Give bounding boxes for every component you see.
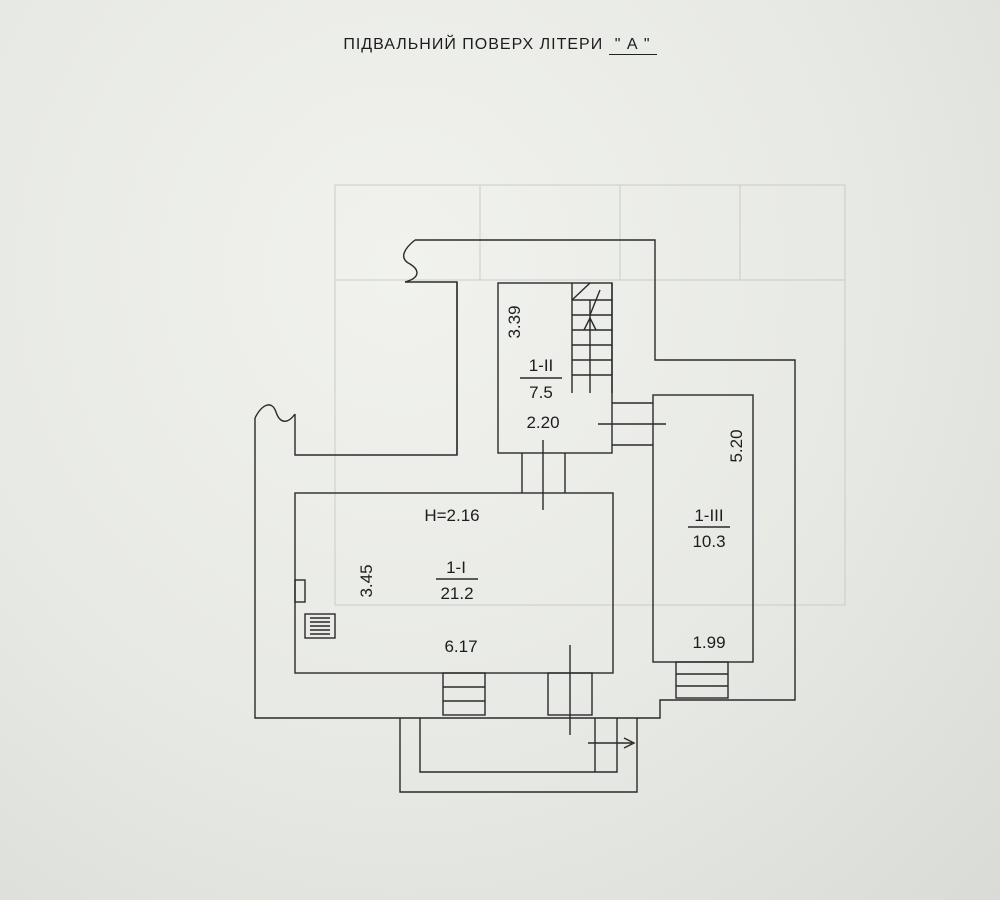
bleed-through-marks bbox=[334, 184, 846, 606]
room-1-II bbox=[497, 282, 613, 454]
room-1-I-label: 1-I bbox=[446, 558, 466, 577]
plan-title-letter: " А " bbox=[608, 36, 657, 55]
room-1-I bbox=[294, 492, 614, 735]
steps-bottom-left bbox=[442, 672, 486, 716]
room-1-III bbox=[652, 394, 754, 699]
room-1-II-area: 7.5 bbox=[529, 383, 553, 402]
stair-symbol bbox=[571, 282, 613, 393]
room-1-II-label: 1-II bbox=[529, 356, 554, 375]
room-1-I-depth: 3.45 bbox=[357, 564, 376, 597]
room-1-III-depth: 5.20 bbox=[727, 429, 746, 462]
outer-walls bbox=[254, 239, 796, 719]
entrance-corridor bbox=[399, 718, 638, 793]
steps-bottom-right bbox=[547, 645, 593, 735]
steps-room-1-III bbox=[675, 661, 729, 699]
room-1-III-label: 1-III bbox=[694, 506, 723, 525]
door-openings bbox=[521, 402, 666, 510]
room-1-III-width: 1.99 bbox=[692, 633, 725, 652]
plan-title-text: ПІДВАЛЬНИЙ ПОВЕРХ ЛІТЕРИ bbox=[343, 36, 604, 53]
room-1-III-area: 10.3 bbox=[692, 532, 725, 551]
plan-title: ПІДВАЛЬНИЙ ПОВЕРХ ЛІТЕРИ " А " bbox=[0, 36, 1000, 55]
room-1-I-area: 21.2 bbox=[440, 584, 473, 603]
room-1-I-height: H=2.16 bbox=[424, 506, 479, 525]
room-1-II-depth: 3.39 bbox=[505, 305, 524, 338]
radiator-symbol bbox=[304, 613, 336, 639]
room-1-I-width: 6.17 bbox=[444, 637, 477, 656]
room-1-II-width: 2.20 bbox=[526, 413, 559, 432]
